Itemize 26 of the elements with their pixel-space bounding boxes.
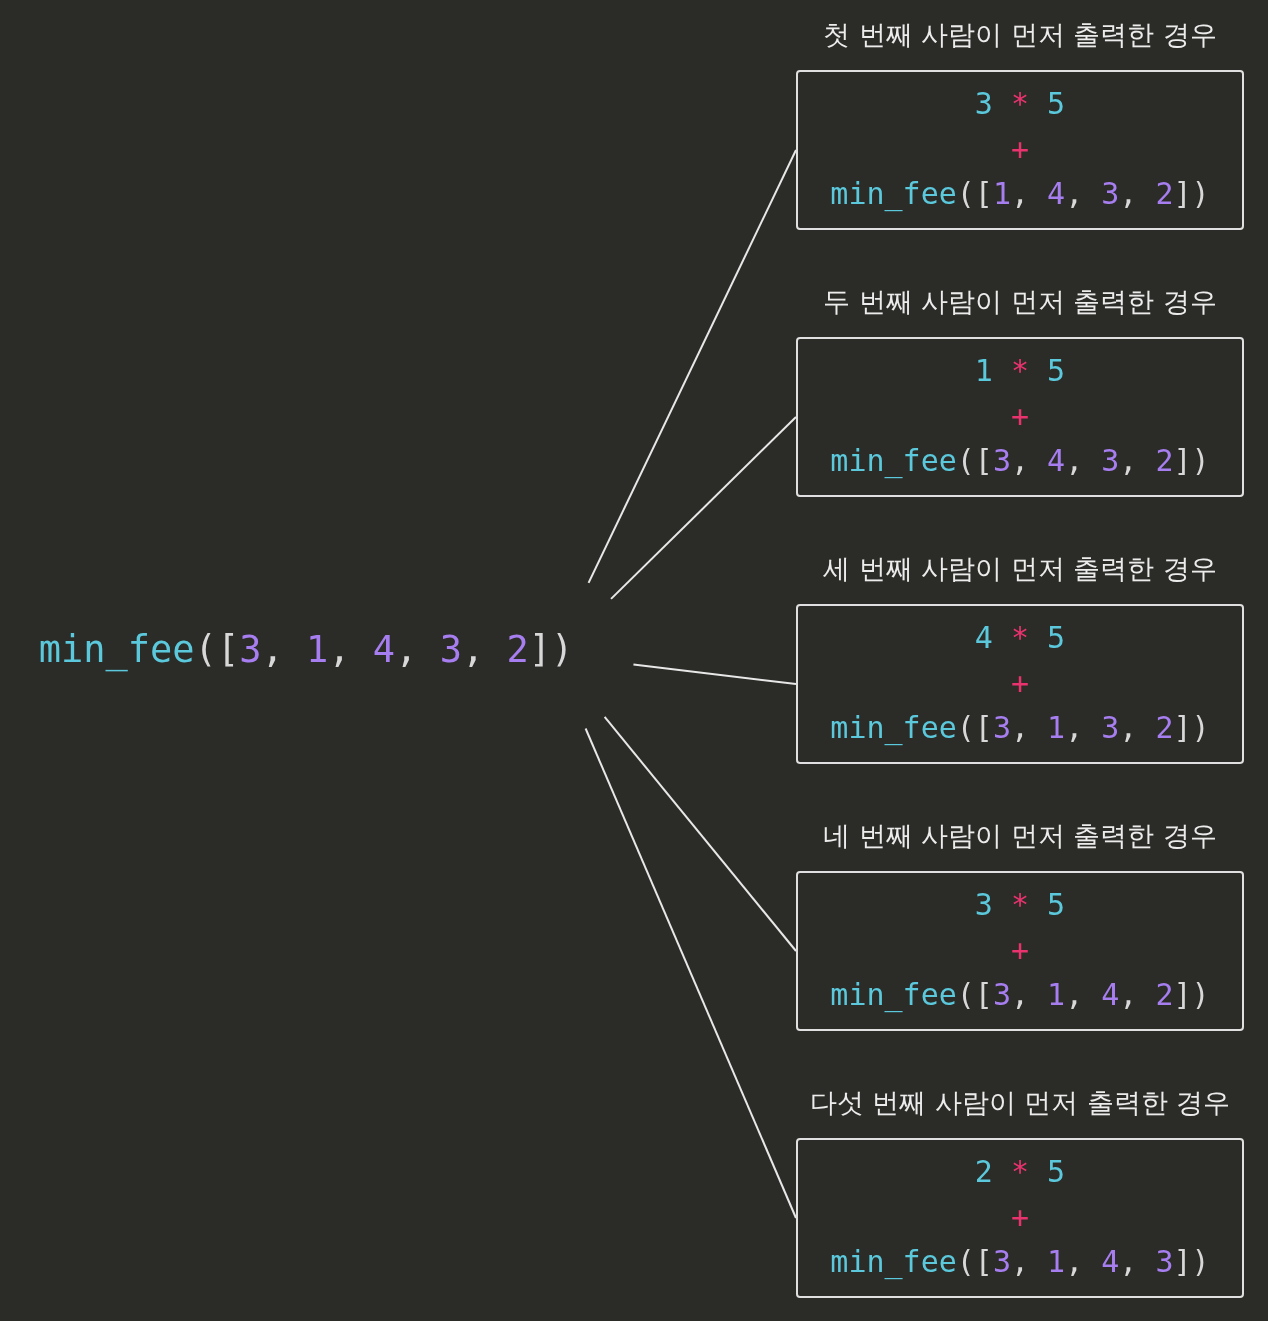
case-heading: 네 번째 사람이 먼저 출력한 경우: [822, 819, 1218, 853]
code-expression: 3 * 5: [973, 887, 1067, 922]
code-expression: min_fee([3, 1, 4, 3]): [829, 1244, 1211, 1279]
case-heading: 세 번째 사람이 먼저 출력한 경우: [822, 552, 1218, 586]
code-expression: min_fee([1, 4, 3, 2]): [829, 176, 1211, 211]
case-heading: 다섯 번째 사람이 먼저 출력한 경우: [808, 1086, 1232, 1120]
code-expression: min_fee([3, 1, 3, 2]): [829, 710, 1211, 745]
branch-line: [610, 416, 797, 600]
code-expression: 2 * 5: [973, 1154, 1067, 1189]
code-expression: 3 * 5: [973, 86, 1067, 121]
code-expression: 4 * 5: [973, 620, 1067, 655]
code-expression: min_fee([3, 4, 3, 2]): [829, 443, 1211, 478]
branch-line: [603, 715, 797, 952]
plus-sign: +: [1009, 933, 1031, 968]
branch-line: [587, 149, 797, 584]
plus-sign: +: [1009, 666, 1031, 701]
branch-line: [584, 727, 797, 1219]
plus-sign: +: [1009, 1200, 1031, 1235]
plus-sign: +: [1009, 132, 1031, 167]
case-heading: 첫 번째 사람이 먼저 출력한 경우: [822, 18, 1218, 52]
code-expression: min_fee([3, 1, 4, 3, 2]): [37, 628, 575, 671]
branch-line: [632, 663, 797, 685]
case-heading: 두 번째 사람이 먼저 출력한 경우: [822, 285, 1218, 319]
code-expression: min_fee([3, 1, 4, 2]): [829, 977, 1211, 1012]
plus-sign: +: [1009, 399, 1031, 434]
code-expression: 1 * 5: [973, 353, 1067, 388]
